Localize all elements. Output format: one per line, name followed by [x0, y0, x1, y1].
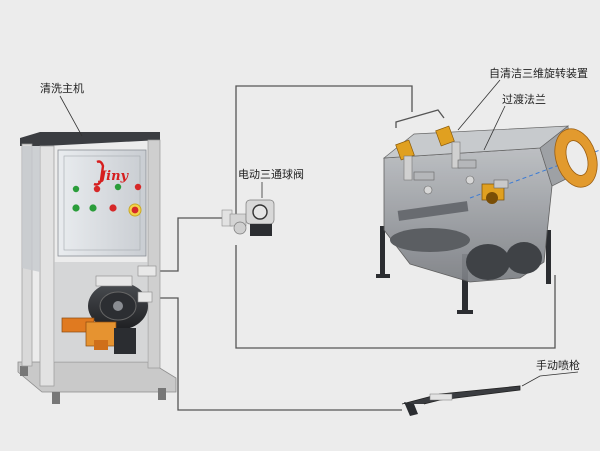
control-buttons[interactable] — [72, 203, 142, 217]
leader-main-unit — [59, 95, 83, 137]
indicator-light — [114, 183, 122, 191]
leader-spray-gun — [521, 371, 579, 387]
pump — [61, 317, 136, 354]
tank-nozzle — [481, 179, 509, 204]
motor — [88, 275, 148, 330]
label-ball-valve: 电动三通球阀 — [238, 167, 304, 181]
motorized-ball-valve — [221, 199, 275, 236]
rotary-cleaning-device-right — [435, 125, 477, 185]
leader-lines — [59, 79, 579, 387]
pipe-top-loop — [235, 85, 413, 225]
bracket-rotary-devices — [395, 109, 445, 128]
brand-text: Jiny — [97, 169, 130, 184]
indicator-light — [72, 185, 80, 193]
indicator-light — [93, 185, 101, 193]
manual-spray-gun — [401, 385, 521, 416]
label-spray-gun: 手动喷枪 — [536, 358, 580, 372]
indicator-lights — [72, 183, 142, 193]
cleaning-main-unit: Jiny — [17, 132, 177, 404]
label-rotary-device: 自清洁三维旋转装置 — [489, 66, 588, 80]
start-button[interactable] — [89, 204, 97, 212]
leader-rotary-device — [457, 79, 501, 131]
brand-logo: Jiny — [93, 160, 130, 186]
control-panel — [57, 149, 147, 257]
frame-post-right — [147, 139, 161, 369]
pipe-main-to-valve — [152, 217, 226, 272]
unit-base — [17, 361, 177, 393]
leader-flange — [483, 105, 506, 151]
label-main-unit: 清洗主机 — [40, 81, 84, 95]
rotary-cleaning-device-left — [395, 139, 435, 195]
label-flange: 过渡法兰 — [502, 92, 546, 106]
pipe-main-to-gun — [150, 297, 402, 411]
stop-button[interactable] — [109, 204, 117, 212]
transition-flange — [554, 128, 598, 188]
unit-top — [20, 132, 160, 146]
frame-post-front — [39, 145, 55, 387]
indicator-light — [134, 183, 142, 191]
tank — [376, 125, 600, 314]
aux-button[interactable] — [72, 204, 80, 212]
pipelines — [150, 85, 556, 411]
pipe-valve-to-loop — [235, 245, 556, 349]
